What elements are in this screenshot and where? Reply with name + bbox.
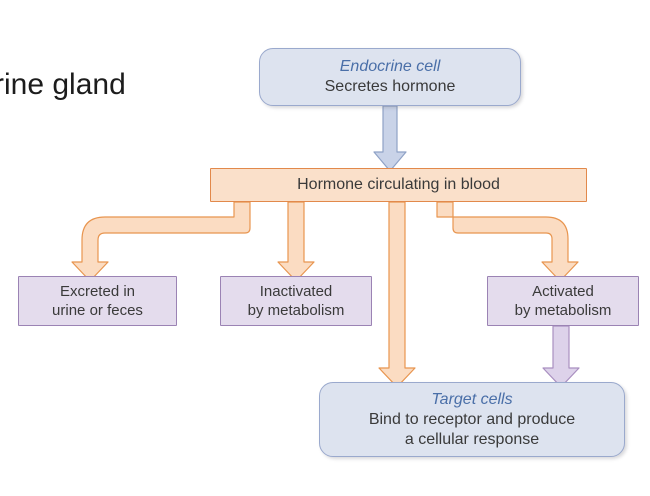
arrow-hormone-to-excreted: [71, 201, 251, 282]
excreted-line-1: Excreted in: [59, 283, 136, 300]
node-hormone-circulating-in-blood: Hormone circulating in blood: [210, 168, 587, 202]
node-inactivated-by-metabolism: Inactivated by metabolism: [220, 276, 372, 326]
node-endocrine-cell: Endocrine cell Secretes hormone: [259, 48, 521, 106]
hormone-blood-line-1: Hormone circulating in blood: [297, 176, 500, 193]
endocrine-gland-caption: rine gland: [0, 68, 126, 101]
target-cells-line-2: a cellular response: [404, 430, 540, 448]
activated-line-2: by metabolism: [514, 302, 612, 319]
arrow-endocrine-to-hormone: [373, 105, 407, 172]
node-excreted-in-urine-or-feces: Excreted in urine or feces: [18, 276, 177, 326]
activated-line-1: Activated: [532, 283, 594, 300]
node-target-cells: Target cells Bind to receptor and produc…: [319, 382, 625, 457]
target-cells-title: Target cells: [431, 390, 513, 408]
node-activated-by-metabolism: Activated by metabolism: [487, 276, 639, 326]
endocrine-cell-title: Endocrine cell: [339, 58, 441, 75]
arrow-hormone-to-activated: [436, 201, 579, 282]
excreted-line-2: urine or feces: [52, 302, 143, 319]
target-cells-line-1: Bind to receptor and produce: [368, 410, 576, 428]
arrow-activated-to-target: [542, 325, 580, 388]
arrow-hormone-to-inactivated: [277, 201, 315, 282]
arrow-hormone-to-target: [378, 201, 416, 388]
endocrine-cell-line-1: Secretes hormone: [324, 78, 456, 95]
inactivated-line-1: Inactivated: [259, 283, 333, 300]
inactivated-line-2: by metabolism: [247, 302, 345, 319]
